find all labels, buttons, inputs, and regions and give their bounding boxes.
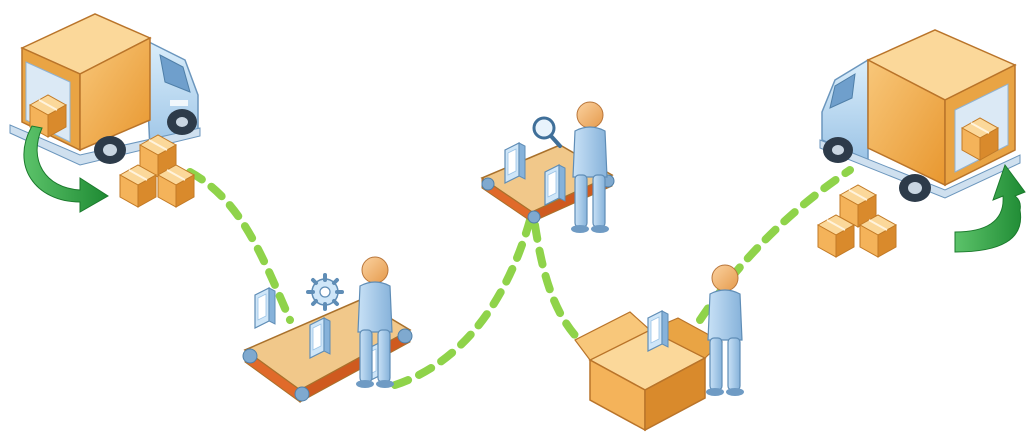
inbound-truck bbox=[9, 13, 201, 213]
packer-worker-icon bbox=[705, 264, 745, 397]
gear-icon bbox=[306, 273, 344, 311]
magnifier-icon bbox=[532, 116, 562, 148]
path-truck-to-assembly bbox=[186, 168, 294, 324]
delivery-truck-icon bbox=[9, 13, 201, 166]
inspector-worker-icon bbox=[570, 101, 610, 234]
inspection-station bbox=[480, 101, 615, 234]
outbound-truck bbox=[817, 29, 1026, 258]
packing-box-icon bbox=[574, 311, 724, 432]
packing-station bbox=[574, 264, 745, 432]
unload-arrow-icon bbox=[23, 125, 109, 213]
path-assembly-to-inspection bbox=[391, 216, 534, 389]
assembly-station bbox=[242, 256, 413, 403]
load-arrow-icon bbox=[954, 163, 1026, 253]
box-stack-icon bbox=[817, 184, 897, 258]
delivery-truck-icon bbox=[819, 29, 1021, 202]
